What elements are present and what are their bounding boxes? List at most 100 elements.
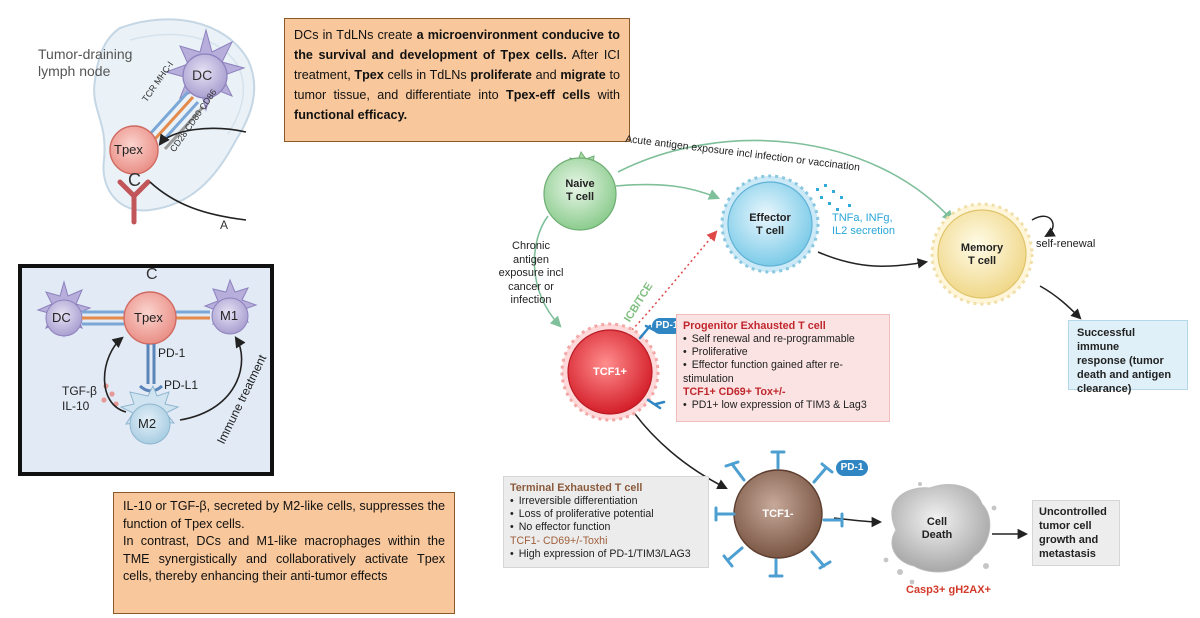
tcf1-positive-label: TCF1+ [593,366,627,378]
tme-pdl1-label: PD-L1 [164,378,199,392]
terminal-marker-list: High expression of PD-1/TIM3/LAG3 [510,548,702,561]
box-top-text-6: with [590,88,620,102]
memory-line2: T cell [967,255,997,267]
uncontrolled-line: Uncontrolled [1039,506,1107,518]
chronic-line4: cancer or [508,280,554,293]
tcf1-negative-cell-icon [714,450,844,578]
pd1-bottom-label: PD-1 [840,462,864,473]
ln-arrow-lower [149,181,247,221]
terminal-item: No effector function [510,521,702,534]
tme-m2-label: M2 [138,416,157,431]
naive-line1: Naive [565,178,595,190]
m2-macrophage-icon [119,384,180,445]
lymph-node-title-line1: Tumor-draining [38,46,133,62]
terminal-marker-item: High expression of PD-1/TIM3/LAG3 [510,548,702,561]
box-top-text-5: to tumor tissue, and differentiate into [294,68,620,102]
antibody-icon [117,179,151,225]
diagram-arrows [533,139,1082,540]
box-top-text-4: and [531,68,561,82]
uncontrolled-line: tumor cell [1039,520,1092,532]
ln-c-label: C [128,170,141,190]
terminal-title: Terminal Exhausted T cell [510,482,643,494]
m1-macrophage-icon [203,278,258,335]
successful-line: response (tumor [1077,355,1164,367]
description-box-bottom: IL-10 or TGF-β, secreted by M2-like cell… [113,492,455,614]
lymph-node-illustration [93,18,256,225]
pd1-top-label: PD-1 [655,320,679,331]
chronic-line5: infection [510,294,552,306]
tme-il10-label: IL-10 [62,399,90,413]
chronic-line3: exposure incl [498,267,564,279]
terminal-list: Irreversible differentiation Loss of pro… [510,495,702,535]
successful-line: death and antigen [1077,369,1172,381]
cell-death-line2: Death [921,529,953,541]
chronic-line1: Chronic [512,240,550,252]
effector-line2: T cell [755,225,785,237]
ln-dc-label: DC [192,67,213,83]
progenitor-exhausted-box: Progenitor Exhausted T cell Self renewal… [676,314,890,422]
description-box-top: DCs in TdLNs create a microenvironment c… [284,18,630,142]
memory-t-cell-label: Memory T cell [948,242,1016,268]
pd1-badge-bottom [836,460,868,476]
pd1-badge-top [652,318,682,334]
terminal-item: Irreversible differentiation [510,495,702,508]
memory-line1: Memory [960,242,1004,254]
tme-tgf-label: TGF-β [62,384,97,398]
tme-cytokine-labels: TGF-β IL-10 [62,384,97,414]
naive-t-cell-label: Naive T cell [548,178,612,204]
tme-tpex-icon [123,291,177,345]
ln-a-label: A [220,218,229,232]
cell-death-line1: Cell [926,516,948,528]
box-top-text-2: After ICI treatment, [294,48,620,82]
effector-line1: Effector [749,212,791,224]
tme-tpex-label: Tpex [134,310,163,325]
chronic-line2: antigen [512,253,550,266]
box-top-text-1: DCs in TdLNs create [294,28,417,42]
ln-tpex-label: Tpex [114,142,143,157]
successful-line: Successful immune [1077,327,1136,353]
progenitor-item: Proliferative [683,346,883,359]
tcf1-positive-cell-icon [560,322,666,422]
memory-t-cell-icon [930,202,1034,306]
progenitor-list: Self renewal and re-programmable Prolife… [683,333,883,386]
casp-marker-label: Casp3+ gH2AX+ [906,584,991,596]
box-bottom-para-2: In contrast, DCs and M1-like macrophages… [123,534,445,584]
tme-panel [18,264,274,476]
tme-m1-label: M1 [220,308,239,323]
cytokines-line2: IL2 secretion [832,225,895,237]
dc-cell-icon [164,28,246,112]
tpex-cell-icon [109,125,159,175]
box-top-bold-2: Tpex [354,68,384,82]
box-top-bold-6: functional efficacy. [294,108,408,122]
uncontrolled-growth-box: Uncontrolled tumor cell growth and metas… [1032,500,1120,566]
progenitor-marker-item: PD1+ low expression of TIM3 & Lag3 [683,399,883,412]
progenitor-item: Self renewal and re-programmable [683,333,883,346]
naive-line2: T cell [565,191,595,203]
cytokine-secretion-label: TNFa, INFg, IL2 secretion [832,212,895,238]
progenitor-item: Effector function gained after re-stimul… [683,359,883,385]
box-bottom-para-1: IL-10 or TGF-β, secreted by M2-like cell… [123,499,445,531]
progenitor-marker-list: PD1+ low expression of TIM3 & Lag3 [683,399,883,412]
tcf1-negative-label: TCF1- [762,508,794,520]
terminal-item: Loss of proliferative potential [510,508,702,521]
effector-t-cell-label: Effector T cell [736,212,804,238]
progenitor-marker: TCF1+ CD69+ Tox+/- [683,385,786,398]
effector-t-cell-icon [720,174,820,274]
cytokine-secretion-dots [816,184,851,211]
uncontrolled-line: growth and [1039,534,1099,546]
box-top-bold-3: proliferate [470,68,532,82]
progenitor-title: Progenitor Exhausted T cell [683,320,826,332]
tme-pd1-label: PD-1 [158,346,186,360]
successful-line: clearance) [1077,383,1132,395]
ln-arrow-upper [158,127,247,146]
box-top-bold-4: migrate [560,68,606,82]
uncontrolled-line: metastasis [1039,548,1096,560]
chronic-exposure-label: Chronic antigen exposure incl cancer or … [494,240,568,308]
terminal-marker: TCF1- CD69+/-Toxhi [510,534,608,547]
lymph-node-title: Tumor-draining lymph node [38,46,132,80]
cell-death-label: Cell Death [910,516,964,542]
tme-dc-label: DC [52,310,71,325]
terminal-exhausted-box: Terminal Exhausted T cell Irreversible d… [503,476,709,568]
